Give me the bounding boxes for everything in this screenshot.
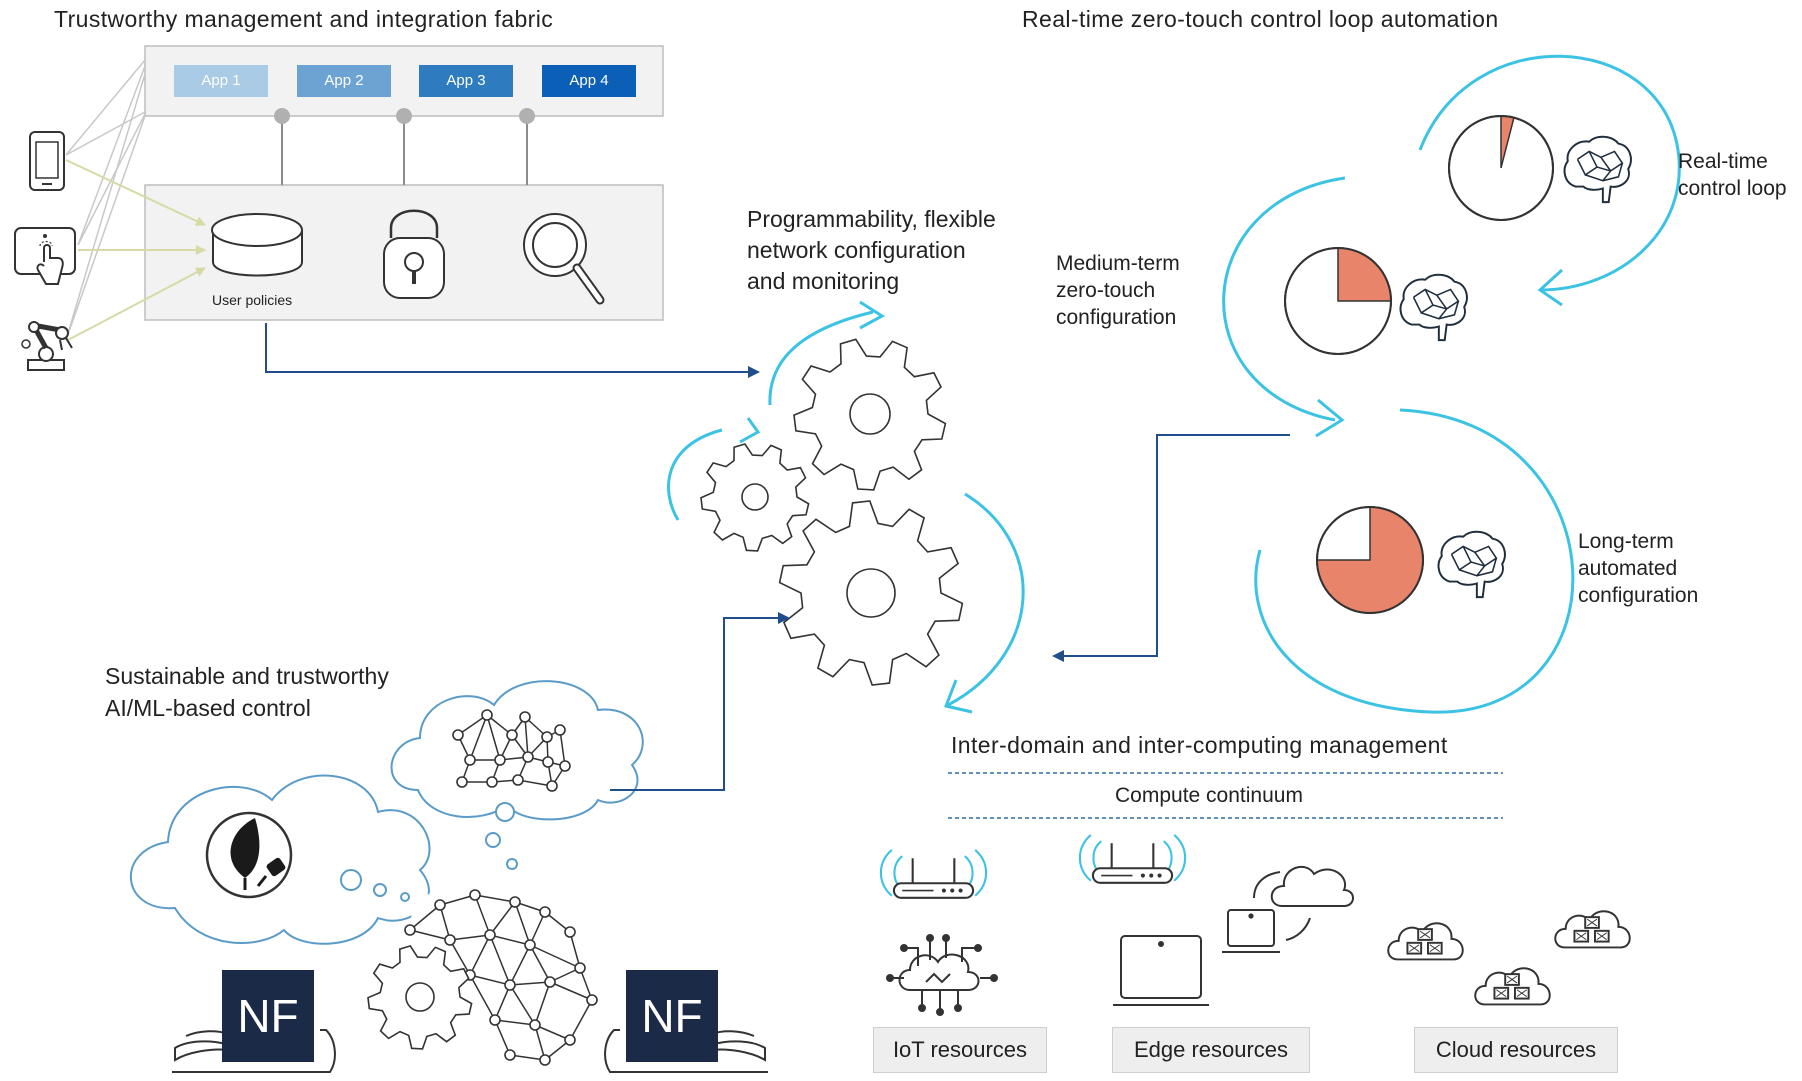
loop-label-long-term: Long-term automated configuration: [1578, 530, 1699, 607]
connector-node: [274, 108, 290, 124]
gear-icon-medium: [793, 338, 947, 491]
gear-icon: [367, 944, 473, 1050]
programmability-label: Programmability, flexible network config…: [747, 206, 996, 294]
loop-label-realtime: Real-time control loop: [1678, 150, 1787, 200]
loop-pies: [1284, 115, 1554, 614]
database-icon: [211, 213, 303, 277]
router-icon: [1078, 833, 1187, 884]
nf-block-left: NF: [222, 970, 314, 1062]
connector-node: [519, 108, 535, 124]
ai-ml-control-label: Sustainable and trustworthy AI/ML-based …: [105, 663, 389, 721]
smartphone-icon: [29, 131, 65, 191]
gear-icon-small: [700, 443, 810, 552]
laptop-icon: [1222, 909, 1280, 953]
inter-domain-title: Inter-domain and inter-computing managem…: [951, 732, 1448, 758]
connector-node: [396, 108, 412, 124]
cloud-resources-label: Cloud resources: [1414, 1027, 1618, 1073]
loop-to-gears-arrow: [1052, 434, 1290, 662]
cloud-server-icon: [1387, 922, 1464, 961]
nf-block-right: NF: [626, 970, 718, 1062]
lock-icon: [383, 209, 445, 299]
control-loop-arcs: [1222, 54, 1681, 714]
gear-loop-arcs: [667, 300, 1025, 714]
gears-group: [700, 338, 964, 686]
gear-icon-large: [778, 500, 964, 686]
leaf-plug-icon: [205, 811, 293, 899]
cloud-server-icon: [1474, 967, 1551, 1006]
loop-pie: [1316, 506, 1424, 614]
ai-to-gears-arrow: [610, 612, 790, 791]
brain-icon: [1437, 530, 1506, 599]
laptop-icon: [1113, 935, 1209, 1006]
device-to-policy-arrows: [65, 159, 206, 341]
loop-label-medium-term: Medium-term zero-touch configuration: [1056, 252, 1180, 329]
magnifier-icon: [523, 213, 605, 305]
iot-resources-label: IoT resources: [873, 1027, 1047, 1073]
panel-connectors: [281, 116, 528, 185]
router-icon: [879, 848, 988, 899]
app-3-box[interactable]: App 3: [419, 65, 513, 97]
robot-arm-icon: [21, 321, 73, 371]
neural-network-icon: [404, 889, 598, 1066]
neural-network-icon: [452, 709, 571, 792]
thought-cloud-right: [390, 680, 644, 870]
brain-icon: [1399, 273, 1468, 342]
app-2-box[interactable]: App 2: [297, 65, 391, 97]
device-links: [65, 59, 146, 341]
policy-flow-arrow: [265, 323, 760, 378]
section-title-realtime-automation: Real-time zero-touch control loop automa…: [1022, 6, 1499, 32]
iot-cloud-icon: [886, 934, 998, 1016]
loop-pie: [1448, 115, 1554, 221]
cloud-icon: [1253, 865, 1354, 941]
edge-resources-label: Edge resources: [1112, 1027, 1310, 1073]
section-title-trust-fabric: Trustworthy management and integration f…: [54, 6, 554, 32]
app-1-box[interactable]: App 1: [174, 65, 268, 97]
user-policies-label: User policies: [212, 292, 293, 308]
brain-icon: [1563, 135, 1632, 204]
cloud-server-icon: [1554, 910, 1631, 949]
loop-pie: [1284, 247, 1392, 355]
touchscreen-icon: [14, 227, 76, 285]
gear-icon: [367, 944, 473, 1050]
compute-continuum-label: Compute continuum: [1115, 784, 1303, 807]
app-4-box[interactable]: App 4: [542, 65, 636, 97]
